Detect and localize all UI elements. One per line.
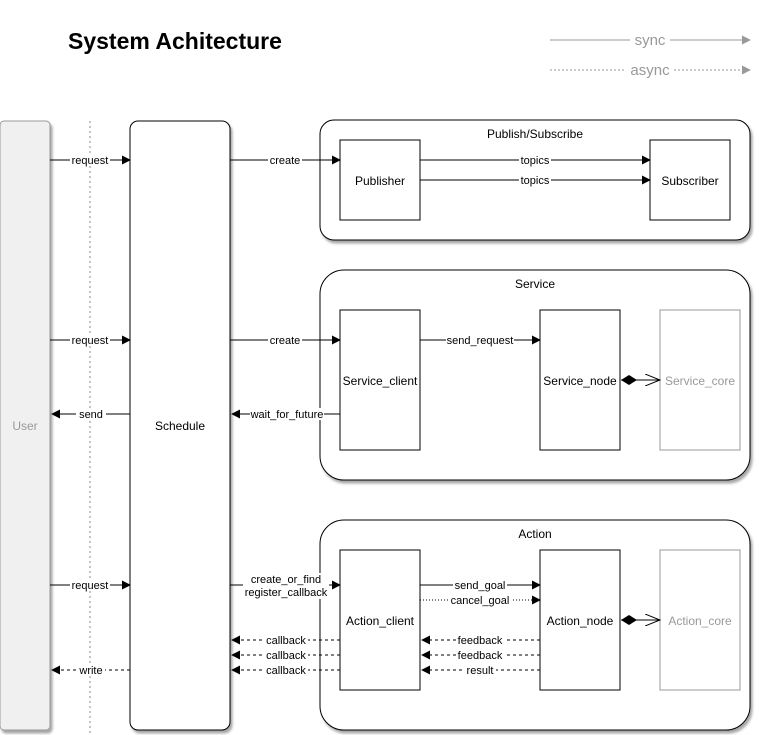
action-group <box>319 519 751 731</box>
label-bg <box>268 154 302 166</box>
label-bg <box>76 408 106 420</box>
action-request-label: request <box>72 580 109 592</box>
register-callback-label: register_callback <box>245 587 328 599</box>
send-goal-label: send_goal <box>455 580 506 592</box>
label-bg <box>456 634 504 646</box>
feedback-label-2: feedback <box>458 650 503 662</box>
legend-sync-label-bg <box>630 31 670 48</box>
service-create-label: create <box>270 335 301 347</box>
service-group-title: Service <box>515 277 555 291</box>
action-node-box <box>539 549 621 691</box>
label-bg <box>77 664 105 676</box>
label-bg <box>519 174 551 186</box>
action-client-label: Action_client <box>346 614 415 628</box>
action-core-box <box>659 549 741 691</box>
callback-label-3: callback <box>266 665 306 677</box>
label-bg <box>70 579 110 591</box>
service-group <box>319 269 751 481</box>
service-client-label: Service_client <box>343 374 418 388</box>
wait-for-future-label: wait_for_future <box>250 409 324 421</box>
label-bg <box>519 154 551 166</box>
pubsub-group-title: Publish/Subscribe <box>487 127 583 141</box>
diagram-title: System Achitecture <box>68 28 282 54</box>
schedule-lane-label: Schedule <box>155 419 205 433</box>
label-bg <box>464 664 496 676</box>
label-bg <box>456 649 504 661</box>
label-bg <box>268 334 302 346</box>
pubsub-create-label: create <box>270 155 301 167</box>
action-group-title: Action <box>518 527 551 541</box>
action-core-label: Action_core <box>668 614 732 628</box>
subscriber-label: Subscriber <box>661 174 718 188</box>
legend-async-label: async <box>630 62 670 79</box>
service-client-box <box>339 309 421 451</box>
action-client-box <box>339 549 421 691</box>
send-label: send <box>79 409 103 421</box>
schedule-lane <box>129 120 231 731</box>
feedback-label-1: feedback <box>458 635 503 647</box>
legend-sync-label: sync <box>635 32 666 49</box>
label-bg <box>70 154 110 166</box>
result-label: result <box>467 665 494 677</box>
label-bg <box>264 634 308 646</box>
label-bg <box>70 334 110 346</box>
service-node-box <box>539 309 621 451</box>
service-core-label: Service_core <box>665 374 735 388</box>
legend: sync async <box>550 31 751 79</box>
write-label: write <box>78 665 102 677</box>
cancel-goal-label: cancel_goal <box>451 595 510 607</box>
label-bg <box>250 408 324 420</box>
label-bg <box>243 573 329 599</box>
pubsub-request-label: request <box>72 155 109 167</box>
service-node-label: Service_node <box>543 374 617 388</box>
service-request-label: request <box>72 335 109 347</box>
subscriber-box <box>649 139 731 221</box>
send-request-label: send_request <box>447 335 514 347</box>
label-bg <box>264 649 308 661</box>
user-lane-label: User <box>12 419 37 433</box>
callback-label-2: callback <box>266 650 306 662</box>
service-core-box <box>659 309 741 451</box>
label-bg <box>264 664 308 676</box>
label-bg <box>446 334 514 346</box>
legend-async-label-bg <box>626 61 674 78</box>
publisher-label: Publisher <box>355 174 405 188</box>
topics-label-2: topics <box>521 175 550 187</box>
label-bg <box>449 594 511 606</box>
action-node-label: Action_node <box>547 614 614 628</box>
user-lane <box>0 120 51 731</box>
topics-label-1: topics <box>521 155 550 167</box>
publisher-box <box>339 139 421 221</box>
callback-label-1: callback <box>266 635 306 647</box>
create-or-find-label: create_or_find <box>251 574 321 586</box>
label-bg <box>453 579 507 591</box>
